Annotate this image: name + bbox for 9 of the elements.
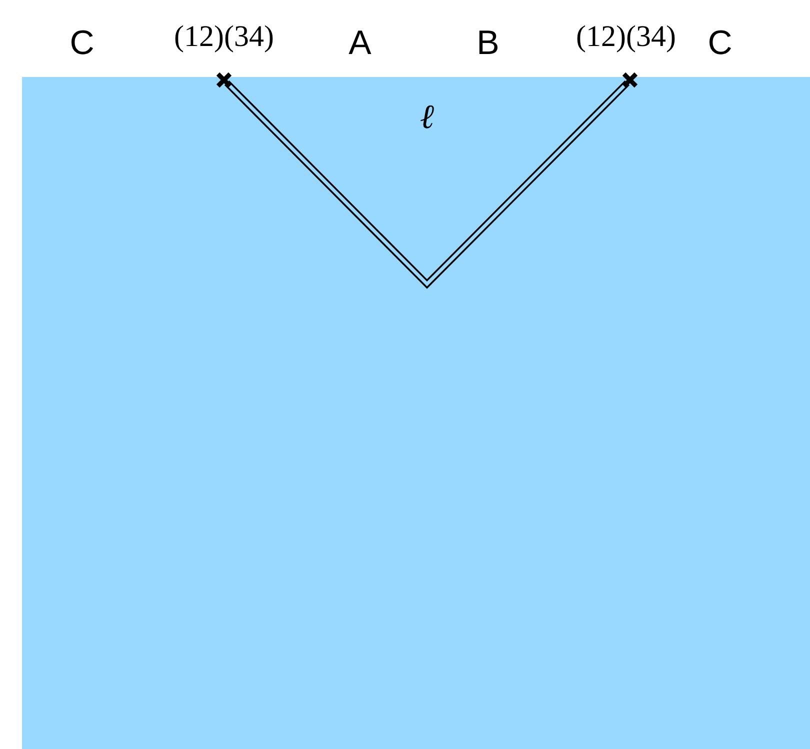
region-label: C bbox=[70, 26, 94, 60]
region-label: C bbox=[708, 26, 732, 60]
region-label: B bbox=[476, 26, 500, 60]
region-label: A bbox=[348, 26, 372, 60]
double-line bbox=[224, 80, 630, 289]
cross-mark bbox=[621, 71, 639, 89]
operator-label: (12)(34) bbox=[174, 22, 274, 52]
cross-mark bbox=[215, 71, 233, 89]
operator-label: (12)(34) bbox=[576, 22, 676, 52]
